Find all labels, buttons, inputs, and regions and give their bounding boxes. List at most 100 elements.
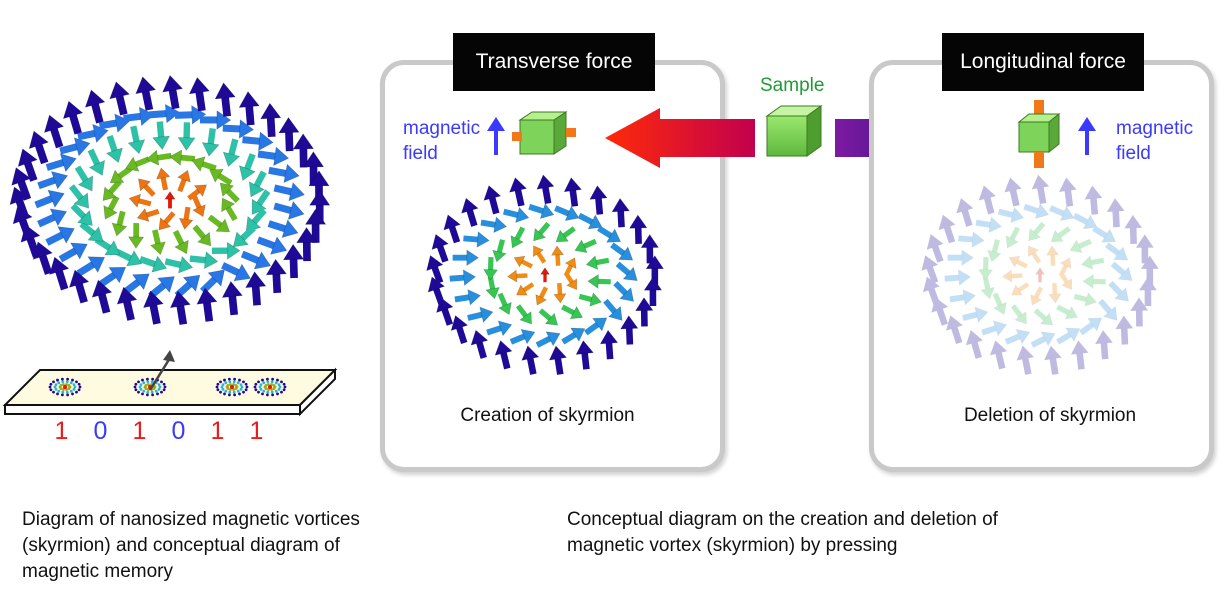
spin-arrow (1056, 304, 1079, 320)
spin-arrow (201, 127, 220, 157)
spin-arrow (278, 116, 300, 152)
spin-arrow (1056, 327, 1081, 345)
spin-arrow (510, 226, 526, 249)
spin-arrow (603, 298, 623, 321)
spin-arrow (1106, 197, 1125, 228)
spin-arrow (629, 214, 648, 244)
spin-arrow (483, 185, 502, 215)
spin-arrow (584, 317, 608, 336)
spin-arrow (265, 258, 287, 294)
spin-arrow (211, 241, 241, 260)
spin-arrow (574, 238, 597, 253)
spin-arrow (1084, 185, 1103, 215)
spin-arrow (1028, 221, 1046, 242)
spin-arrow (1049, 205, 1075, 222)
spin-arrow (555, 226, 576, 243)
spin-arrow (978, 185, 997, 215)
spin-arrow (172, 229, 189, 255)
spin-arrow (450, 315, 469, 344)
pointer-arrow-head (163, 350, 175, 362)
spin-arrow (105, 134, 123, 164)
spin-arrow (956, 197, 974, 227)
spin-arrow (431, 233, 449, 263)
spin-arrow (1016, 345, 1035, 375)
longitudinal-field-arrow-icon (1078, 117, 1096, 155)
spin-arrow (443, 214, 461, 244)
spin-arrow (1082, 274, 1106, 289)
spin-arrow (304, 208, 327, 243)
spin-arrow (561, 327, 586, 345)
spin-arrow (975, 216, 1002, 233)
transverse-caption: Creation of skyrmion (460, 405, 635, 426)
spin-arrow (502, 206, 530, 223)
spin-arrow (563, 177, 582, 207)
spin-arrow (452, 249, 479, 267)
spin-arrow (1058, 177, 1077, 207)
spin-arrow (965, 329, 984, 359)
spin-arrow (135, 76, 157, 111)
spin-arrow (1094, 329, 1114, 360)
spin-arrow (931, 296, 949, 326)
spin-arrow (515, 304, 532, 325)
spin-arrow (178, 206, 194, 230)
spin-arrow (494, 340, 513, 370)
spin-arrow (273, 182, 305, 202)
spin-arrow (516, 282, 535, 296)
spin-arrow (152, 121, 171, 151)
spin-arrow (949, 289, 976, 306)
left-caption-line-1: Diagram of nanosized magnetic vortices (22, 509, 360, 530)
spin-arrow (553, 283, 567, 304)
spin-arrow (37, 208, 68, 228)
spin-arrow (587, 274, 611, 289)
spin-arrow (222, 138, 241, 167)
spin-arrow (483, 257, 498, 281)
spin-arrow (1023, 203, 1050, 219)
spin-arrow (162, 74, 184, 110)
spin-arrow (1105, 242, 1129, 261)
bit-2: 0 (93, 417, 108, 445)
mini-skyrmion-icon (215, 377, 249, 397)
spin-arrow (1028, 245, 1042, 264)
spin-arrow (98, 113, 131, 133)
spin-arrow (136, 207, 160, 222)
spin-arrow (1004, 177, 1023, 207)
spin-arrow (1140, 255, 1160, 285)
spin-arrow (958, 231, 985, 248)
core-spin-arrow (164, 191, 176, 209)
transverse-pressed-cube-icon (512, 111, 576, 155)
created-skyrmion-vortex (426, 174, 665, 375)
spin-arrow (296, 226, 318, 262)
spin-arrow (1092, 225, 1117, 243)
spin-arrow (449, 269, 476, 286)
spin-arrow (1033, 308, 1054, 326)
spin-arrow (1046, 245, 1060, 266)
spin-arrow (944, 269, 971, 286)
spin-arrow (978, 257, 993, 281)
spin-arrow (486, 320, 513, 337)
spin-arrow (207, 214, 231, 233)
spin-arrow (1031, 174, 1050, 204)
spin-arrow (282, 243, 305, 279)
core-spin-arrow (1035, 267, 1045, 283)
spin-arrow (292, 133, 315, 168)
spin-arrow (987, 239, 1002, 263)
spin-arrow (610, 242, 634, 261)
spin-arrow (149, 229, 166, 256)
spin-arrow (222, 119, 255, 139)
spin-arrow (535, 331, 561, 348)
spin-arrow (1130, 297, 1149, 327)
spin-arrow (1073, 292, 1097, 307)
spin-arrow (267, 219, 299, 238)
spin-arrow (528, 203, 555, 219)
spin-arrow (59, 137, 91, 157)
spin-arrow (111, 210, 128, 237)
spin-arrow (214, 82, 236, 117)
transverse-field-arrow-icon (487, 117, 505, 155)
spin-arrow (426, 255, 444, 284)
spin-arrow (45, 153, 77, 173)
spin-arrow (1008, 255, 1028, 269)
spin-arrow (143, 290, 164, 325)
spin-arrow (1058, 257, 1072, 277)
spin-arrow (76, 256, 106, 277)
spin-arrow (45, 226, 75, 246)
